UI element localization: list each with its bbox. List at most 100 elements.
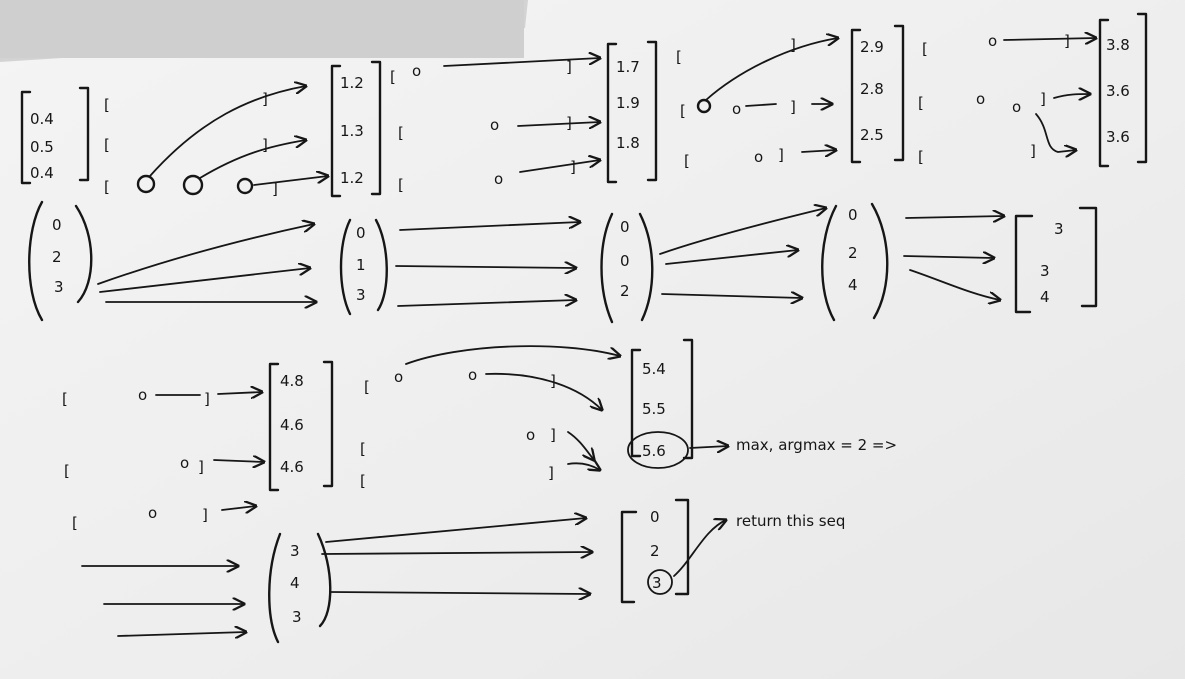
paper-top-left-gray: [0, 0, 524, 58]
svg-text:[: [: [918, 148, 924, 166]
prob-step3-3: 2.5: [860, 126, 884, 144]
svg-text:[: [: [398, 176, 404, 194]
prob-column-step2: 1.7 1.9 1.8: [606, 40, 658, 184]
bp-column-6: 3 4 3: [268, 532, 332, 644]
svg-text:o: o: [526, 426, 535, 444]
bp6-2: 4: [290, 574, 300, 592]
bp4-3: 4: [848, 276, 858, 294]
prob-step4-2: 3.6: [1106, 82, 1130, 100]
svg-text:]: ]: [262, 136, 268, 154]
prob-step6-3: 5.6: [642, 442, 666, 460]
final-seq-3: 3: [652, 574, 662, 592]
svg-text:o: o: [988, 32, 997, 50]
bp5-3: 4: [1040, 288, 1050, 306]
prob-step5-1: 4.8: [280, 372, 304, 390]
bp5-2: 3: [1040, 262, 1050, 280]
svg-text:[: [: [684, 152, 690, 170]
prob-step2-1: 1.7: [616, 58, 640, 76]
svg-text:]: ]: [198, 458, 204, 476]
svg-text:[: [: [364, 378, 370, 396]
prob-init-1: 0.4: [30, 110, 54, 128]
bp3-3: 2: [620, 282, 630, 300]
svg-text:]: ]: [202, 506, 208, 524]
bp6-3: 3: [292, 608, 302, 626]
svg-text:o: o: [494, 170, 503, 188]
bp-arrows-2: [395, 222, 580, 307]
svg-text:o: o: [394, 368, 403, 386]
prob-column-step1: 1.2 1.3 1.2: [330, 60, 382, 198]
svg-text:o: o: [468, 366, 477, 384]
bp4-1: 0: [848, 206, 858, 224]
prob-step3-2: 2.8: [860, 80, 884, 98]
prob-step5-2: 4.6: [280, 416, 304, 434]
final-seq-2: 2: [650, 542, 660, 560]
transition-group-4: [ [ [ o o o ] ] ]: [918, 32, 1096, 166]
bp-column-3: 0 0 2: [600, 212, 654, 324]
svg-text:]: ]: [204, 390, 210, 408]
prob-column-step3: 2.9 2.8 2.5: [850, 24, 905, 164]
bp2-2: 1: [356, 256, 366, 274]
svg-text:]: ]: [570, 158, 576, 176]
bp-arrows-4: [903, 216, 1004, 300]
bp2-1: 0: [356, 224, 366, 242]
prob-step6-1: 5.4: [642, 360, 666, 378]
bp-column-5: 3 3 4: [1014, 206, 1098, 314]
bp-arrows-1: [97, 224, 316, 302]
bp5-1: 3: [1054, 220, 1064, 238]
svg-text:[: [: [676, 48, 682, 66]
svg-text:[: [: [104, 136, 110, 154]
prob-step2-3: 1.8: [616, 134, 640, 152]
prob-column-step6: 5.4 5.5 5.6 max, argmax = 2 =>: [627, 338, 897, 469]
svg-text:[: [: [918, 94, 924, 112]
svg-text:o: o: [490, 116, 499, 134]
prob-step3-1: 2.9: [860, 38, 884, 56]
transition-group-3: [ [ [ o o ] ] ]: [676, 36, 838, 170]
transition-group-5: [ [ [ o o o ] ] ]: [62, 386, 264, 532]
svg-text:[: [: [104, 178, 110, 196]
prob-init-2: 0.5: [30, 138, 54, 156]
bp-arrows-6: [321, 518, 592, 594]
svg-text:[: [: [390, 68, 396, 86]
prob-init-3: 0.4: [30, 164, 54, 182]
svg-text:o: o: [754, 148, 763, 166]
svg-text:o: o: [180, 454, 189, 472]
svg-text:o: o: [732, 100, 741, 118]
svg-text:o: o: [148, 504, 157, 522]
svg-text:]: ]: [272, 180, 278, 198]
svg-text:]: ]: [550, 426, 556, 444]
svg-text:]: ]: [548, 464, 554, 482]
bp1-1: 0: [52, 216, 62, 234]
transition-group-1: [ [ [ ] ] ]: [104, 86, 328, 198]
svg-text:]: ]: [1030, 142, 1036, 160]
svg-text:o: o: [976, 90, 985, 108]
bp3-1: 0: [620, 218, 630, 236]
bp-arrows-3: [659, 208, 826, 298]
svg-text:o: o: [138, 386, 147, 404]
prob-step2-2: 1.9: [616, 94, 640, 112]
prob-step1-2: 1.3: [340, 122, 364, 140]
prob-step5-3: 4.6: [280, 458, 304, 476]
prob-step1-1: 1.2: [340, 74, 364, 92]
prob-step6-2: 5.5: [642, 400, 666, 418]
svg-text:o: o: [412, 62, 421, 80]
prob-step1-3: 1.2: [340, 169, 364, 187]
bp3-2: 0: [620, 252, 630, 270]
svg-text:[: [: [398, 124, 404, 142]
return-note: return this seq: [736, 512, 845, 530]
svg-text:[: [: [64, 462, 70, 480]
max-note: max, argmax = 2 =>: [736, 436, 897, 454]
svg-text:]: ]: [1064, 32, 1070, 50]
final-circle: [647, 569, 673, 595]
final-seq-1: 0: [650, 508, 660, 526]
svg-text:[: [: [62, 390, 68, 408]
svg-text:[: [: [360, 440, 366, 458]
prob-step4-1: 3.8: [1106, 36, 1130, 54]
svg-text:]: ]: [262, 90, 268, 108]
svg-text:[: [: [680, 102, 686, 120]
transition-group-2: [ [ [ o o o ] ] ]: [390, 58, 600, 194]
svg-text:o: o: [1012, 98, 1021, 116]
svg-text:[: [: [922, 40, 928, 58]
